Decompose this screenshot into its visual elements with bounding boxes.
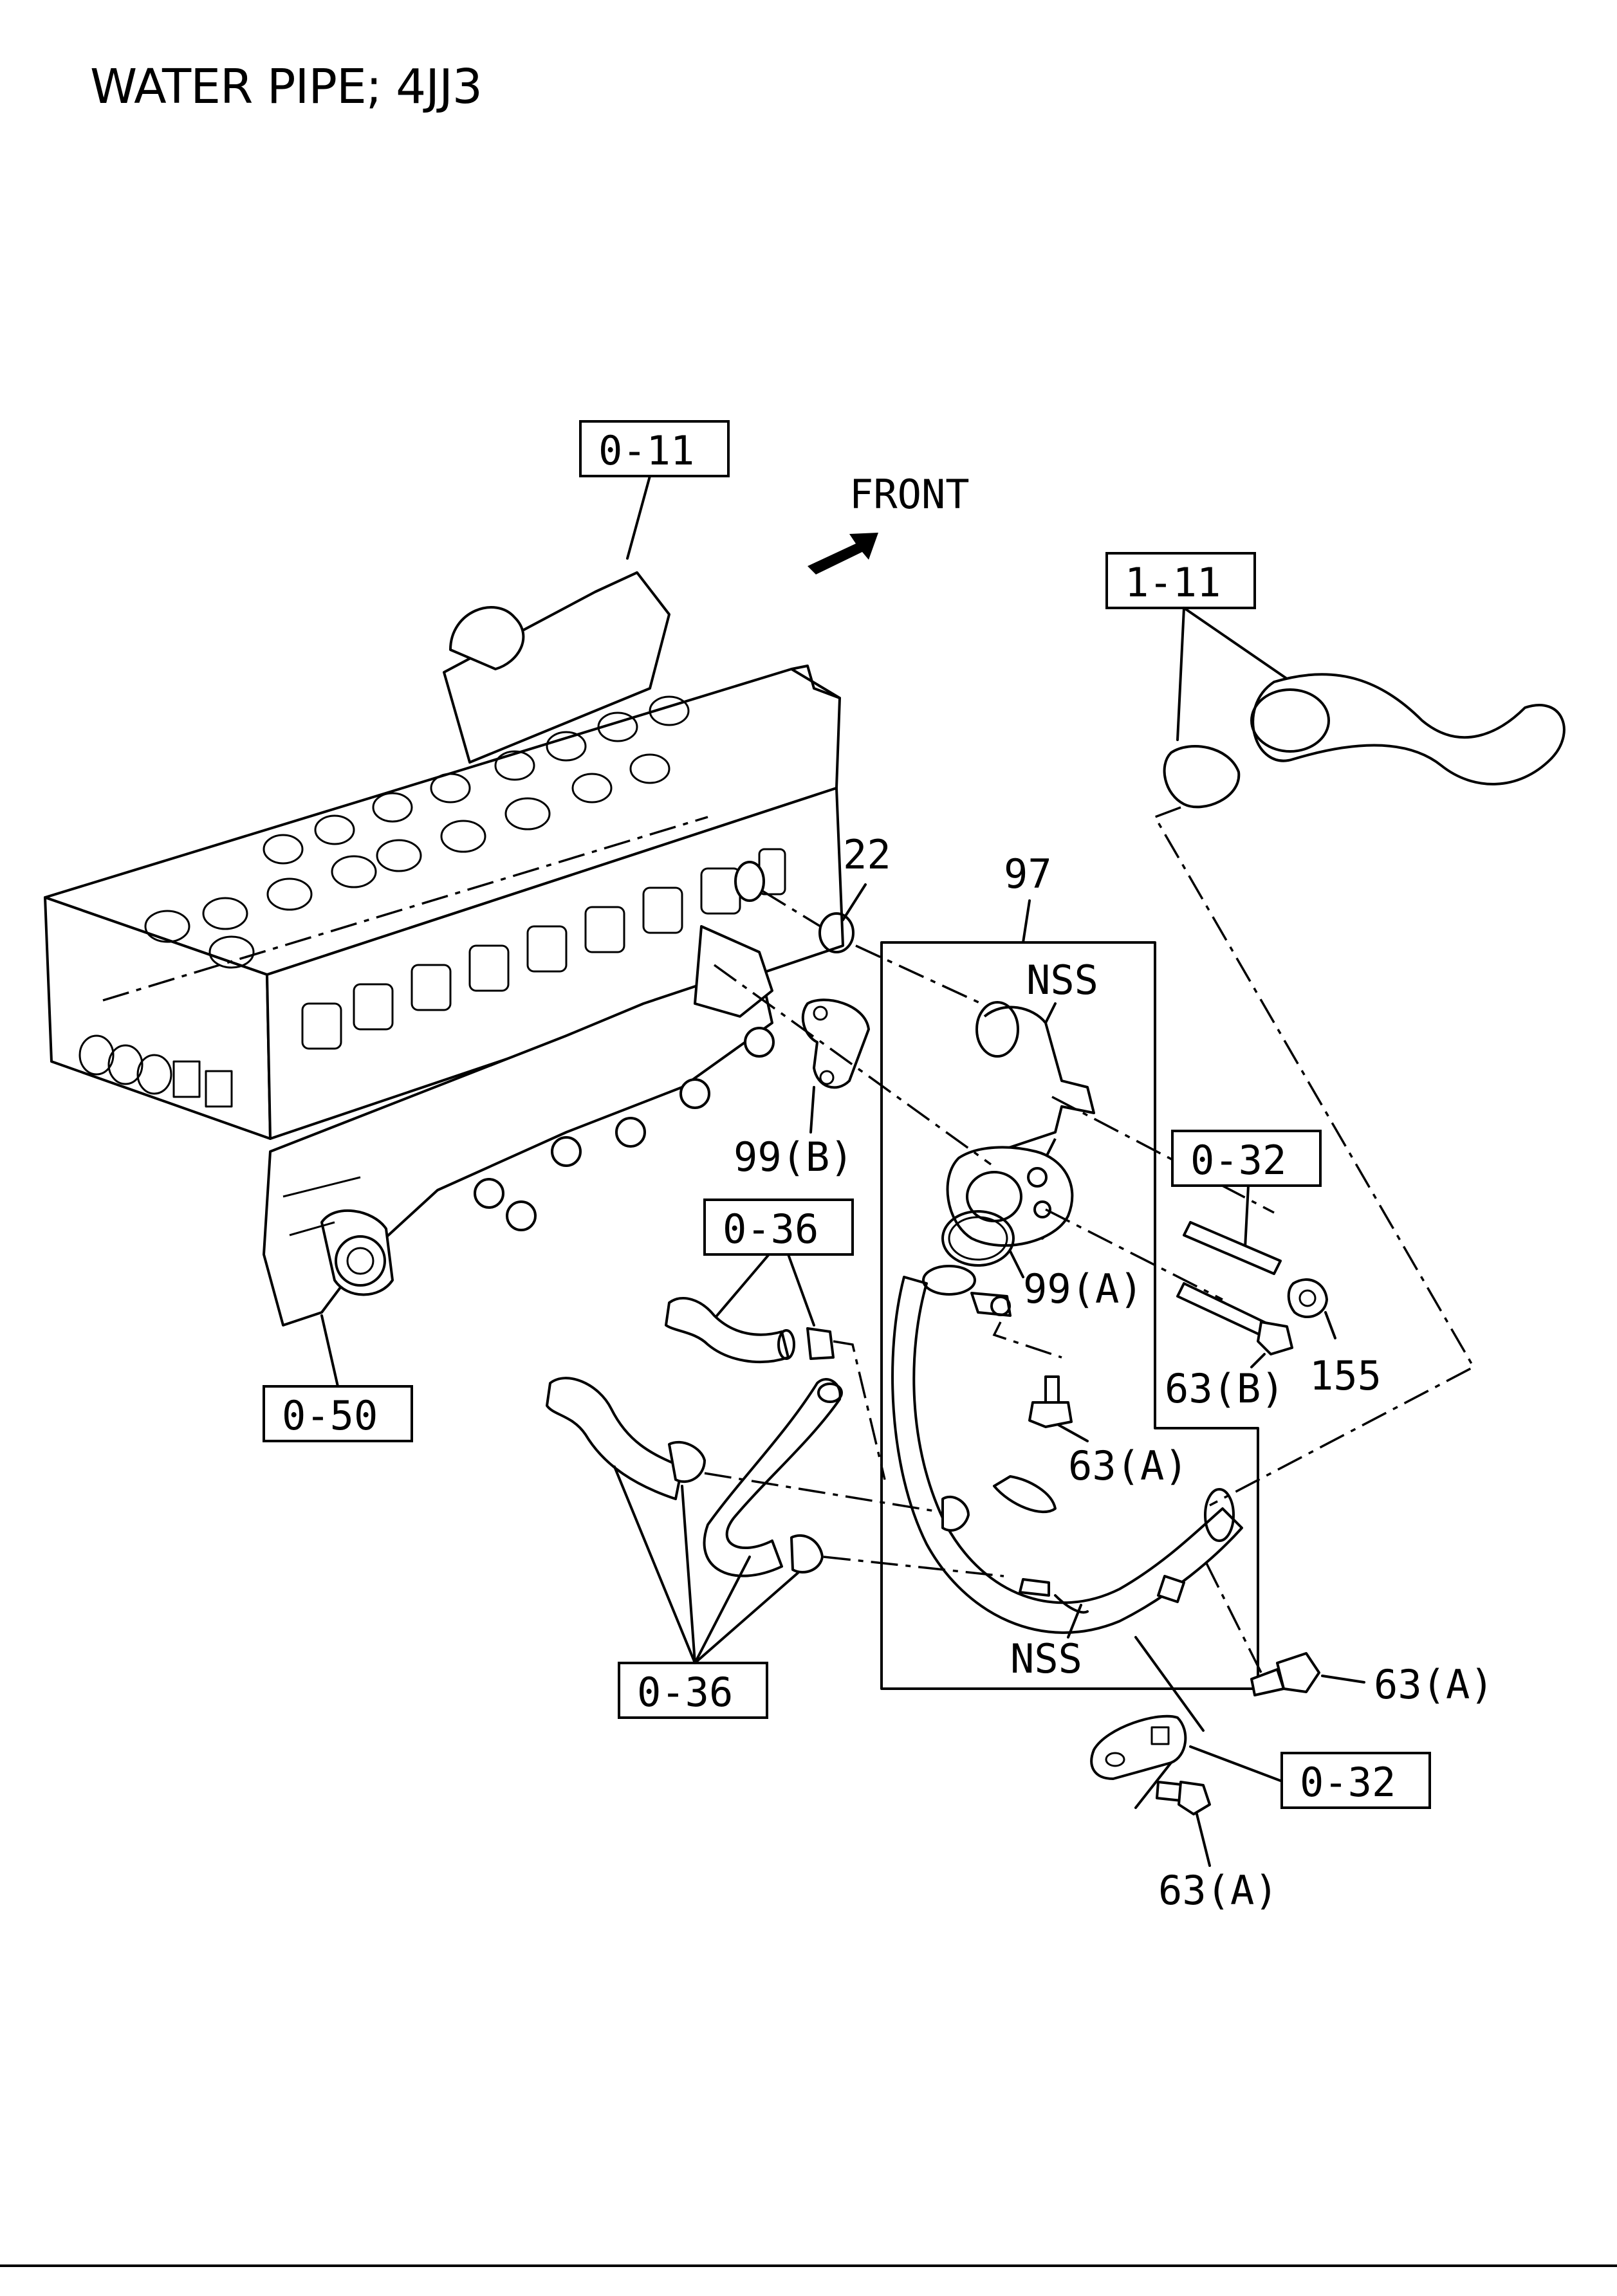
- stud-bolt: [1183, 1221, 1282, 1275]
- label-nss-bottom: NSS: [1010, 1635, 1082, 1682]
- ref-label-0-11: 0-11: [598, 427, 694, 474]
- label-nss-top: NSS: [1026, 957, 1098, 1004]
- thermostat-housing: NSS: [946, 957, 1275, 1301]
- ref-box-0-32-bottom[interactable]: 0-32: [1280, 1752, 1431, 1809]
- leader-0-11: [626, 475, 651, 560]
- ref-box-0-36-bottom[interactable]: 0-36: [618, 1662, 768, 1719]
- label-63a-2: 63(A): [1374, 1661, 1494, 1708]
- bolt-63a-3: 63(A): [1156, 1781, 1279, 1914]
- label-97: 97: [1004, 850, 1052, 897]
- front-label: FRONT: [849, 471, 970, 518]
- front-arrow-icon: [808, 533, 878, 574]
- label-99a: 99(A): [1023, 1265, 1143, 1312]
- ref-label-0-50: 0-50: [282, 1392, 378, 1439]
- gasket-99a: 99(A): [941, 1210, 1143, 1312]
- ref-label-0-36-top: 0-36: [723, 1206, 818, 1253]
- callout-22: 22: [762, 831, 982, 1005]
- label-155: 155: [1309, 1352, 1381, 1399]
- label-22: 22: [843, 831, 891, 878]
- ref-box-1-11[interactable]: [1105, 552, 1256, 609]
- heater-hoses: [546, 1377, 1004, 1577]
- label-63b: 63(B): [1165, 1365, 1285, 1412]
- hose-clamp-top: [1163, 745, 1241, 809]
- bolt-63a-1: 63(A): [1028, 1375, 1188, 1489]
- page-title: WATER PIPE; 4JJ3: [90, 59, 483, 115]
- bolt-63a-2: 63(A): [1205, 1563, 1494, 1708]
- bypass-hose-top: [665, 1296, 886, 1480]
- radiator-hose-assembly: 1-11: [1105, 552, 1566, 1507]
- assembly-97: 97: [880, 850, 1259, 1690]
- ref-box-0-36-top[interactable]: 0-36: [703, 1199, 854, 1256]
- ref-label-0-32-top: 0-32: [1190, 1137, 1286, 1184]
- water-pipe: [891, 1265, 1243, 1634]
- bolt-63b: [1176, 1282, 1293, 1355]
- label-99b: 99(B): [734, 1134, 854, 1180]
- front-direction-indicator: FRONT: [808, 471, 970, 574]
- radiator-hose: [1252, 673, 1566, 785]
- label-63a-1: 63(A): [1068, 1442, 1188, 1489]
- label-63a-3: 63(A): [1158, 1867, 1279, 1914]
- page-bottom-rule: [0, 2264, 1617, 2267]
- nut-155: [1287, 1278, 1328, 1319]
- ref-box-0-11[interactable]: 0-11: [579, 420, 730, 477]
- o-ring-22: [818, 912, 855, 953]
- bracket: [1090, 1636, 1205, 1809]
- cylinder-head: [44, 571, 844, 1140]
- ref-box-0-32-top[interactable]: 0-32: [1171, 1130, 1322, 1187]
- ref-label-1-11: 1-11: [1125, 559, 1221, 606]
- ref-label-0-32-bottom: 0-32: [1300, 1759, 1396, 1806]
- ref-label-0-36-bottom: 0-36: [637, 1669, 733, 1716]
- gasket-99b: 99(B): [713, 964, 992, 1180]
- ref-box-0-50[interactable]: 0-50: [263, 1385, 413, 1442]
